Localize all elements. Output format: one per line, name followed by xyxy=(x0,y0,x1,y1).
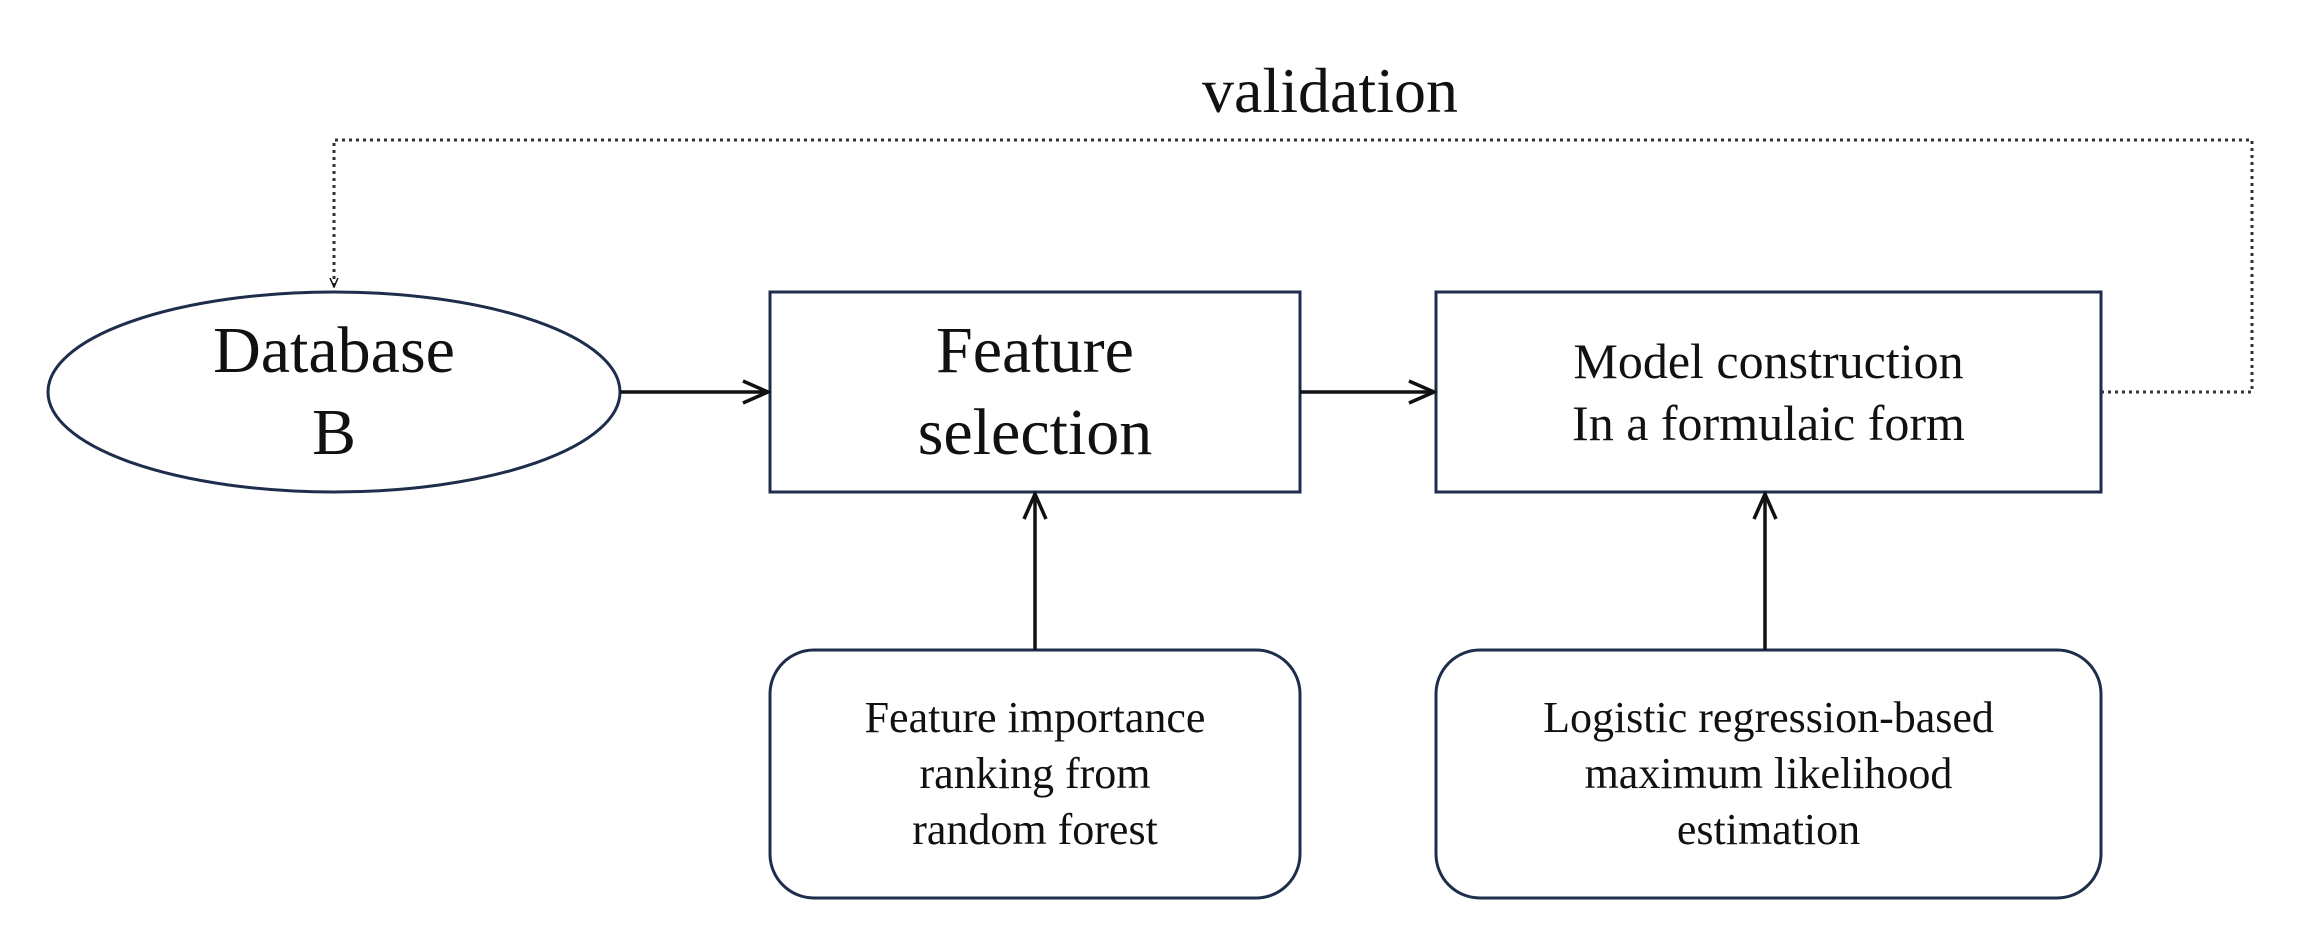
feature-selection-node xyxy=(768,290,1302,494)
model-construction-label: Model construction In a formulaic form xyxy=(1436,292,2101,492)
model-construction-node xyxy=(1434,290,2103,494)
feature-selection-label-line-1: Feature xyxy=(936,314,1134,387)
validation-label: validation xyxy=(1202,55,1458,126)
feature-selection-label: Feature selection xyxy=(770,292,1300,492)
validation-feedback-arrow xyxy=(334,138,2254,394)
database-label-line-1: Database xyxy=(213,314,455,387)
logistic-regression-label: Logistic regression-based maximum likeli… xyxy=(1436,650,2101,898)
database-label: Database B xyxy=(48,292,620,492)
feature-importance-label-line-3: random forest xyxy=(912,805,1158,854)
logistic-regression-node xyxy=(1434,648,2103,900)
feature-importance-label-line-2: ranking from xyxy=(919,749,1151,798)
model-construction-label-line-1: Model construction xyxy=(1573,333,1964,389)
logistic-regression-label-line-1: Logistic regression-based xyxy=(1543,693,1994,742)
database-label-line-2: B xyxy=(311,396,357,469)
feature-importance-label: Feature importance ranking from random f… xyxy=(770,650,1300,898)
feature-importance-label-line-1: Feature importance xyxy=(864,693,1206,742)
feature-selection-label-line-2: selection xyxy=(917,396,1153,469)
logistic-regression-label-line-2: maximum likelihood xyxy=(1584,749,1953,798)
logistic-regression-label-line-3: estimation xyxy=(1676,805,1861,854)
model-construction-label-line-2: In a formulaic form xyxy=(1572,395,1965,451)
